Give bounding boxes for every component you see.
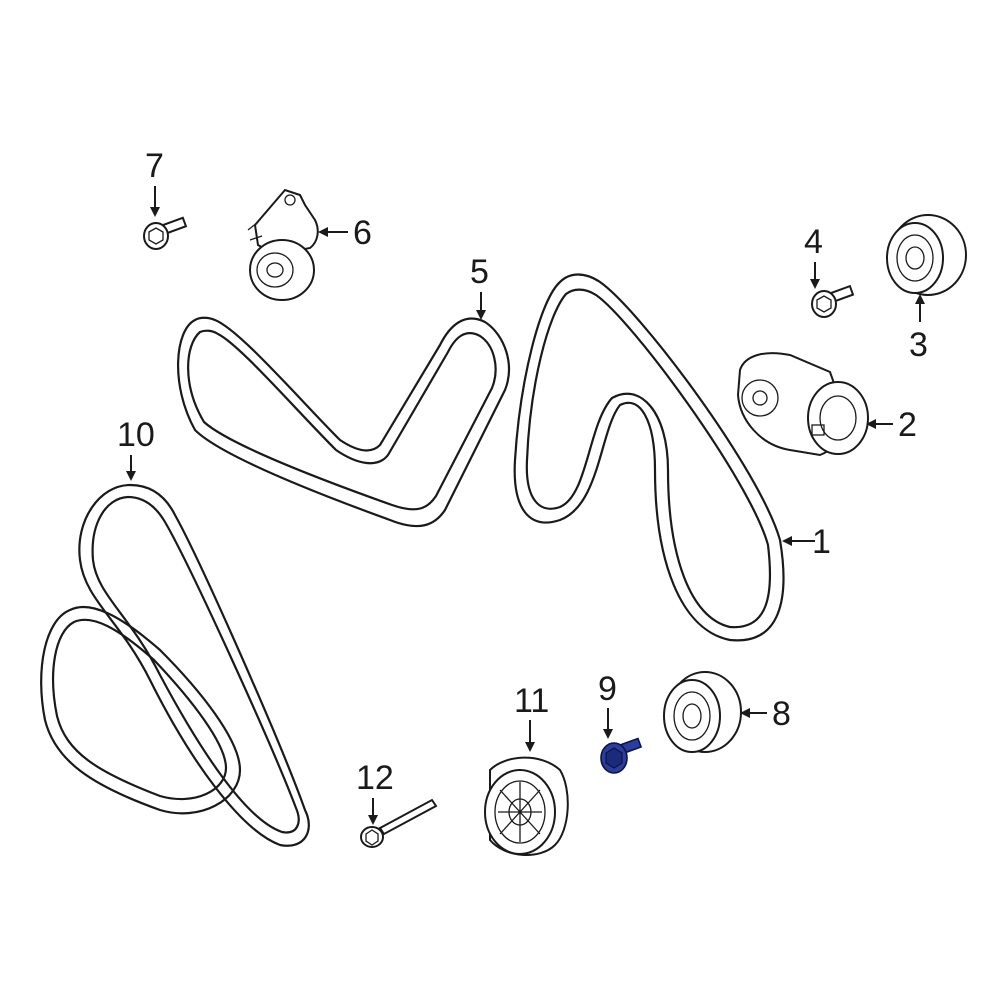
part-8-idler-pulley[interactable]: [663, 671, 742, 753]
callout-7: 7: [145, 147, 164, 185]
callout-arrows: [126, 186, 925, 825]
part-2-tensioner[interactable]: [736, 352, 869, 457]
part-11-tensioner-pulley[interactable]: [484, 756, 569, 857]
callout-9: 9: [598, 670, 617, 708]
callout-12: 12: [356, 759, 394, 797]
part-5-belt[interactable]: [177, 316, 510, 528]
callout-11: 11: [514, 682, 549, 720]
callout-2: 2: [898, 406, 917, 444]
callout-6: 6: [353, 214, 372, 252]
part-12-bolt[interactable]: [360, 798, 438, 848]
callout-labels: 1 2 3 4 5 6 7 8 9 10 11 12: [117, 147, 928, 797]
part-4-bolt[interactable]: [811, 284, 855, 318]
callout-5: 5: [470, 253, 489, 291]
callout-10: 10: [117, 416, 155, 454]
part-10-belt[interactable]: [40, 483, 310, 847]
callout-1: 1: [812, 523, 831, 561]
callout-4: 4: [804, 223, 823, 261]
part-1-drive-belt[interactable]: [513, 273, 785, 642]
part-9-bolt[interactable]: [600, 737, 643, 774]
part-3-idler-pulley[interactable]: [886, 214, 967, 296]
callout-8: 8: [772, 695, 791, 733]
part-7-bolt[interactable]: [143, 216, 188, 250]
callout-3: 3: [909, 326, 928, 364]
part-6-tensioner[interactable]: [247, 188, 319, 301]
